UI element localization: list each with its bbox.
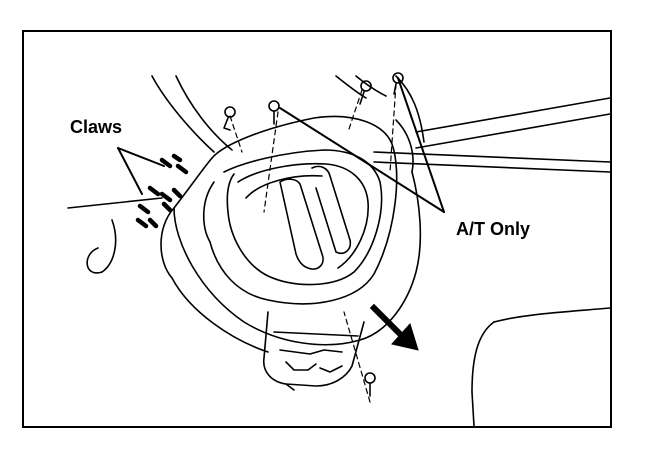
screw-icon [392,72,404,95]
screw-icon [268,100,280,125]
at-only-label: A/T Only [456,219,531,239]
screw-icon [364,372,376,397]
screw-icon [223,106,236,131]
diagram-frame: Claws A/T Only [22,30,612,428]
lower-bracket [262,311,365,391]
removal-arrow-icon [369,303,419,351]
claws-label: Claws [70,117,123,137]
dashboard-background-lines [67,75,610,426]
callout-leaders [117,77,445,213]
console-panel-diagram [67,72,610,426]
screw-icon [359,80,372,105]
screw-guide-lines [229,83,397,403]
console-cover-shell [160,115,422,353]
claw-clips [135,153,189,229]
shift-slot [279,165,352,270]
